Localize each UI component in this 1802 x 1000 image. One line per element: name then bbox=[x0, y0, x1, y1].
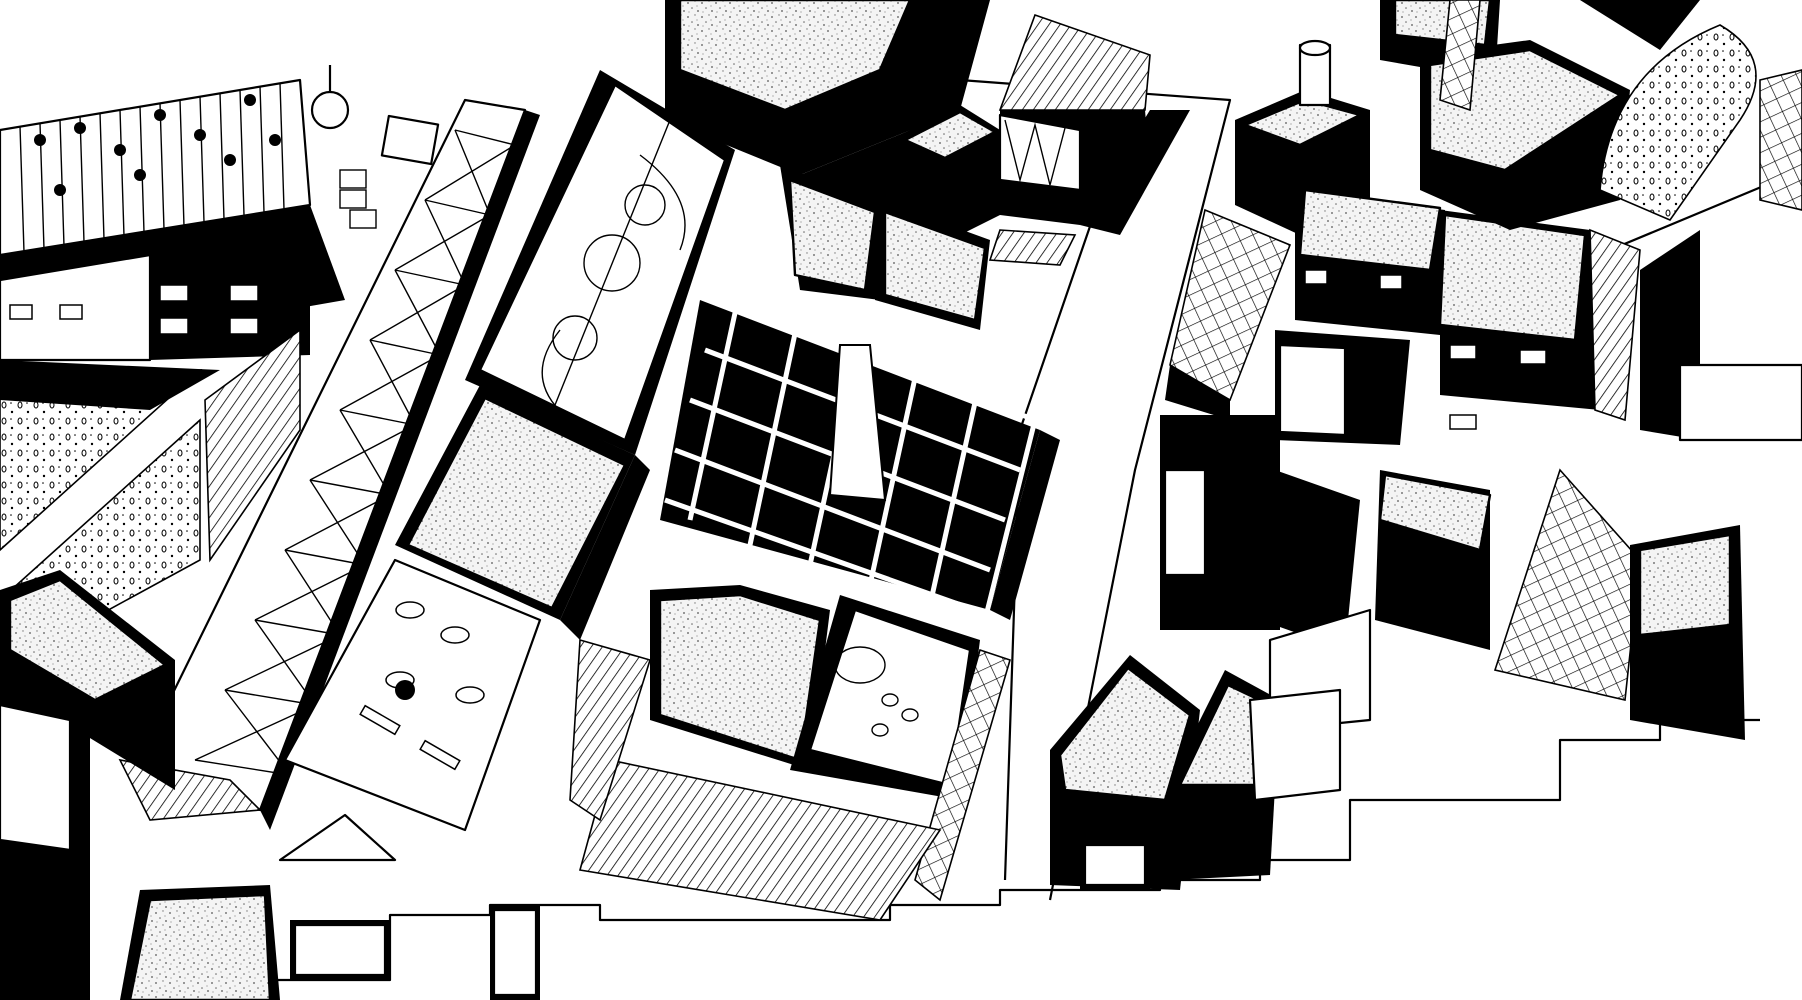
block-lower-far-right bbox=[1630, 525, 1745, 740]
section-building-lower-right bbox=[1160, 415, 1360, 650]
canopy-walkway bbox=[118, 98, 540, 830]
pitched-roof-building bbox=[998, 13, 1190, 235]
solar-panel-array bbox=[1165, 208, 1292, 420]
rooftop-terrace bbox=[650, 585, 1011, 902]
stepped-roof-row bbox=[1050, 608, 1372, 890]
block-top-right bbox=[1380, 0, 1700, 230]
greenhouse-tunnel bbox=[1599, 24, 1802, 221]
playground-items bbox=[310, 65, 440, 229]
stair-block bbox=[900, 105, 1077, 266]
lower-section-boxes bbox=[490, 840, 1150, 1000]
block-center-left bbox=[395, 385, 650, 640]
plant-pots bbox=[34, 94, 281, 196]
planter-terrace bbox=[0, 78, 345, 362]
pavilion-tent bbox=[278, 813, 397, 980]
block-bottom-left bbox=[120, 885, 280, 1000]
block-far-right bbox=[1640, 230, 1802, 442]
terrace-windows bbox=[9, 284, 259, 335]
block-right-center bbox=[1275, 188, 1445, 445]
stepped-grandstand bbox=[569, 638, 942, 921]
garden-stripes bbox=[0, 328, 301, 621]
block-right-tall bbox=[1438, 210, 1641, 430]
basketball-court bbox=[465, 70, 735, 455]
glass-pyramid bbox=[1493, 468, 1641, 701]
market-plaza bbox=[283, 558, 542, 832]
pergola-frame bbox=[660, 165, 1060, 621]
block-lower-left bbox=[0, 570, 175, 1000]
block-mid-right-roof bbox=[1375, 470, 1492, 650]
